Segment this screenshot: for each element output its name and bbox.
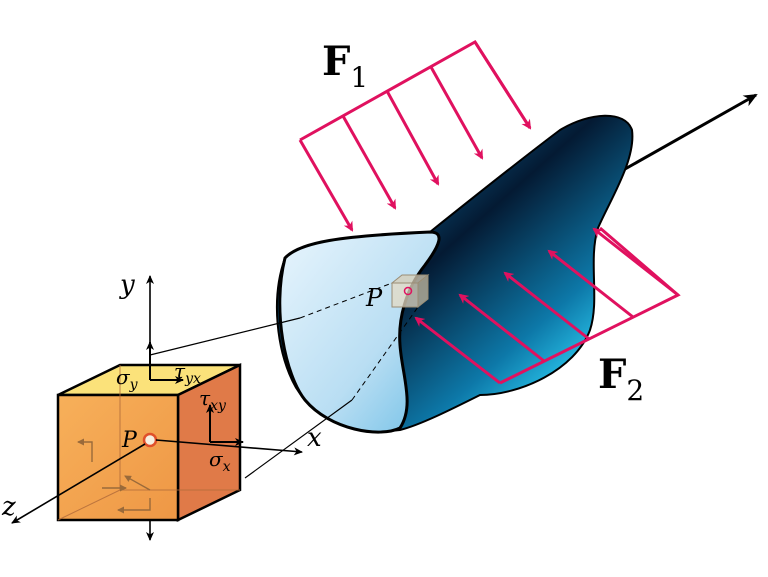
cube-point-label: P	[121, 428, 138, 453]
z-axis-label: z	[1, 492, 16, 522]
force-f2-label: F2	[598, 351, 644, 407]
tau-xy-label: τxy	[199, 386, 227, 414]
z-axis	[11, 443, 146, 524]
connection-lines	[149, 282, 419, 479]
stress-arrows	[146, 341, 244, 446]
cube-point-marker	[142, 432, 158, 448]
x-axis	[155, 439, 303, 456]
force-f1-label: F1	[322, 38, 368, 94]
force-f2-arrows	[414, 226, 681, 385]
cube-front-face	[56, 393, 180, 522]
body-point-box	[390, 273, 430, 309]
body-axis-arrow	[601, 93, 758, 184]
sigma-x-label: σx	[209, 447, 231, 475]
stress-cube	[56, 363, 242, 522]
sigma-y-label: σy	[116, 365, 139, 393]
x-axis-label: x	[307, 423, 322, 453]
y-axis-label: y	[119, 270, 135, 300]
body-point-label: P	[365, 284, 383, 312]
force-f1-arrows	[298, 40, 532, 232]
tau-yx-label: τyx	[174, 359, 201, 387]
